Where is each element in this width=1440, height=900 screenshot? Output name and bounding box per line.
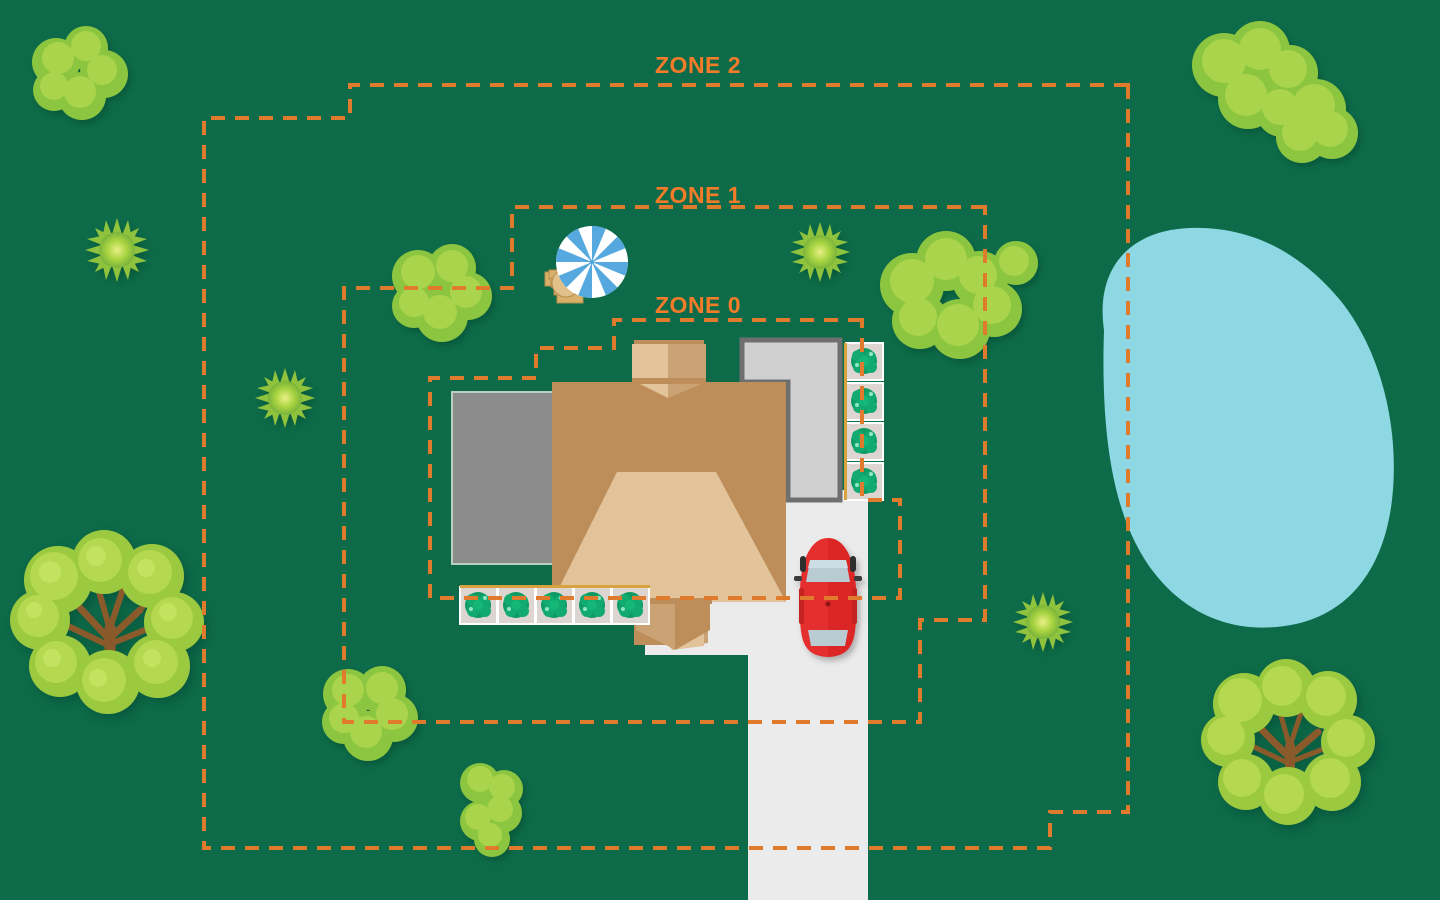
tree-bushy-topright	[1192, 21, 1358, 163]
tree-bushy-right-mid	[880, 231, 1038, 359]
shrub-spiky-left-lower	[255, 368, 315, 428]
tree-large-right	[1201, 659, 1375, 825]
zone-1-label: ZONE 1	[655, 182, 742, 208]
zone-1-boundary	[342, 205, 987, 724]
side-planters	[844, 342, 884, 501]
zone-0-boundary	[428, 318, 902, 600]
zone-2-label: ZONE 2	[655, 52, 742, 78]
zone-2-boundary	[202, 83, 1130, 850]
tree-bushy-left-mid	[392, 244, 492, 342]
tree-bushy-topleft	[32, 26, 128, 120]
shrub-spiky-left-upper	[85, 218, 149, 282]
tree-bushy-bottomleft	[322, 666, 418, 761]
pond	[1102, 227, 1394, 628]
tree-large-left	[10, 530, 204, 714]
shrub-spiky-top-center	[790, 222, 850, 282]
patio-umbrella	[556, 226, 628, 298]
shrub-spiky-right-lower	[1013, 592, 1073, 652]
zone-0-label: ZONE 0	[655, 292, 742, 318]
tree-bushy-bottom-center	[460, 763, 523, 857]
patio-left	[451, 391, 563, 565]
